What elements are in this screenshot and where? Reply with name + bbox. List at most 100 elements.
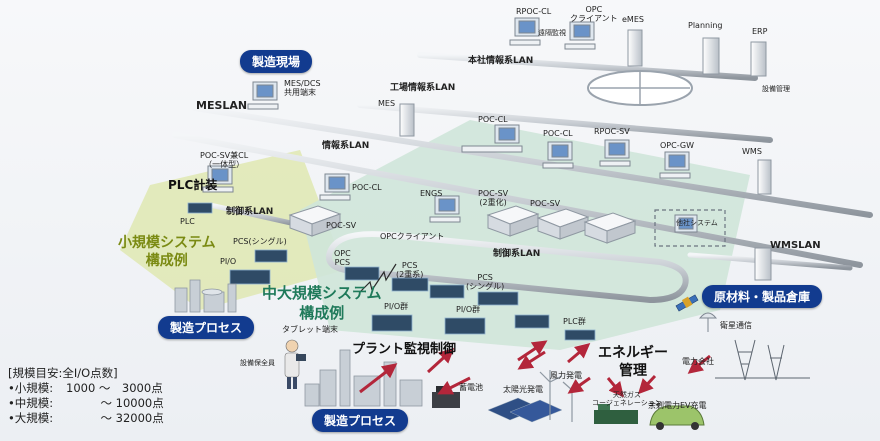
erp-label: ERP <box>752 28 767 37</box>
plant-bottom <box>305 350 422 406</box>
surplus-ev-label: 余剰電力EV充電 <box>648 402 707 411</box>
power-company-label: 電力会社 <box>682 358 714 367</box>
legend-value: 1000 ～ 3000点 <box>66 381 163 396</box>
legend-value: ～ 32000点 <box>66 411 164 426</box>
pcs-single-small-rack <box>255 250 287 262</box>
mes-dcs-line2: 共用端末 <box>284 89 321 98</box>
poc-sv-small-label: POC-SV <box>326 222 356 231</box>
plc-group-rack <box>565 330 595 340</box>
tablet-label: タブレット端末 <box>282 326 338 335</box>
dish-antenna <box>700 313 716 332</box>
scale-legend: [規模目安:全I/O点数] •小規模:1000 ～ 3000点 •中規模: ～ … <box>8 366 118 426</box>
plc-small-label: PLC <box>180 218 195 227</box>
legend-key: •大規模: <box>8 411 53 426</box>
maintenance-worker <box>285 340 306 389</box>
storage-battery-label: 蓄電池 <box>459 384 483 393</box>
legend-row-small: •小規模:1000 ～ 3000点 <box>8 381 118 396</box>
section-manufacturing-process-left: 製造プロセス <box>158 316 254 339</box>
legend-row-large: •大規模: ～ 32000点 <box>8 411 118 426</box>
pcs-dual-rack <box>392 278 428 291</box>
solar-label: 太陽光発電 <box>503 386 543 395</box>
section-warehouse: 原材料・製品倉庫 <box>702 285 822 308</box>
engs-label: ENGS <box>420 190 442 199</box>
poc-cl-1-label: POC-CL <box>478 116 508 125</box>
equipment-mgmt-label: 設備管理 <box>762 86 790 94</box>
engs-pc <box>430 196 460 222</box>
warehouse-tower <box>755 248 771 280</box>
erp-tower <box>751 42 766 76</box>
opc-client-top-label: OPC クライアント <box>570 6 618 24</box>
wms-label: WMS <box>742 148 762 157</box>
mes-label: MES <box>378 100 395 109</box>
pcs-single-small-label: PCS(シングル) <box>233 238 287 247</box>
emes-tower <box>628 30 642 66</box>
midlarge-system-line1: 中大規模システム <box>262 284 382 304</box>
planning-tower <box>703 38 719 74</box>
pcs-group-rack <box>478 292 518 305</box>
remote-monitoring-label: 遠隔監視 <box>538 30 566 38</box>
pcs-single-main-line2: (シングル) <box>466 283 504 292</box>
wind-label: 風力発電 <box>550 372 582 381</box>
plc-small-rack <box>188 203 212 213</box>
midlarge-system-line2: 構成例 <box>262 304 382 324</box>
poc-sv-redundant-label: POC-SV (2重化) <box>478 190 508 208</box>
maintenance-staff-label: 設備保全員 <box>240 360 275 368</box>
poc-cl-2-pc <box>543 142 573 168</box>
wms-tower <box>758 160 771 194</box>
pcs-single-main-label: PCS (シングル) <box>466 274 504 292</box>
head-office-lan-label: 本社情報系LAN <box>468 57 533 67</box>
poc-cl-small-label: POC-CL <box>352 184 382 193</box>
rpoc-cl-pc <box>510 18 540 45</box>
control-lan-small-label: 制御系LAN <box>226 208 273 218</box>
midlarge-system-heading: 中大規模システム 構成例 <box>262 284 382 323</box>
pcs-single-main-rack <box>430 285 464 298</box>
other-system-label: 他社システム <box>676 220 718 228</box>
legend-row-medium: •中規模: ～ 10000点 <box>8 396 118 411</box>
opc-gw-label: OPC-GW <box>660 142 694 151</box>
legend-key: •小規模: <box>8 381 53 396</box>
mes-dcs-terminal <box>248 82 278 109</box>
control-lan-main-label: 制御系LAN <box>493 250 540 260</box>
rpoc-sv-pc <box>600 140 630 166</box>
io-small-label: PI/O <box>220 258 236 267</box>
small-system-line1: 小規模システム <box>118 234 216 252</box>
poc-sv-cl-line2: （一体型） <box>200 161 248 170</box>
opc-client-top-pc <box>565 22 595 49</box>
poc-sv-redundant-line2: (2重化) <box>478 199 508 208</box>
small-system-heading: 小規模システム 構成例 <box>118 234 216 270</box>
info-lan-label: 情報系LAN <box>322 142 369 152</box>
opc-pcs-label: OPC PCS <box>334 250 351 268</box>
wms-lan-label: WMSLAN <box>770 240 821 251</box>
planning-label: Planning <box>688 22 722 31</box>
energy-line2: 管理 <box>598 362 668 380</box>
opc-pcs-rack <box>345 267 379 280</box>
emes-label: eMES <box>622 16 644 25</box>
poc-sv-cl-label: POC-SV兼CL （一体型） <box>200 152 248 170</box>
mes-tower <box>400 104 414 136</box>
poc-cl-small-pc <box>320 174 350 200</box>
energy-line1: エネルギー <box>598 344 668 362</box>
small-system-line2: 構成例 <box>118 252 216 270</box>
section-manufacturing-process-bottom: 製造プロセス <box>312 409 408 432</box>
router-oval <box>588 71 692 105</box>
opc-gw-pc <box>660 152 690 178</box>
poc-cl-2-label: POC-CL <box>543 130 573 139</box>
solar-panel-icon <box>488 398 562 422</box>
io-group-3-rack <box>515 315 549 328</box>
legend-key: •中規模: <box>8 396 53 411</box>
opc-client-top-line2: クライアント <box>570 15 618 24</box>
poc-sv-main-label: POC-SV <box>530 200 560 209</box>
factory-info-lan-label: 工場情報系LAN <box>390 84 455 94</box>
pcs-dual-line2: (2重系) <box>396 271 423 280</box>
mes-dcs-label: MES/DCS 共用端末 <box>284 80 321 98</box>
pcs-dual-label: PCS (2重系) <box>396 262 423 280</box>
rpoc-cl-label: RPOC-CL <box>516 8 551 17</box>
io-small-rack <box>230 270 270 284</box>
io-group-1-label: PI/O群 <box>384 303 408 312</box>
satellite-label: 衛星通信 <box>720 322 752 331</box>
section-factory-floor: 製造現場 <box>240 50 312 73</box>
legend-value: ～ 10000点 <box>66 396 164 411</box>
mes-lan-label: MESLAN <box>196 100 247 112</box>
